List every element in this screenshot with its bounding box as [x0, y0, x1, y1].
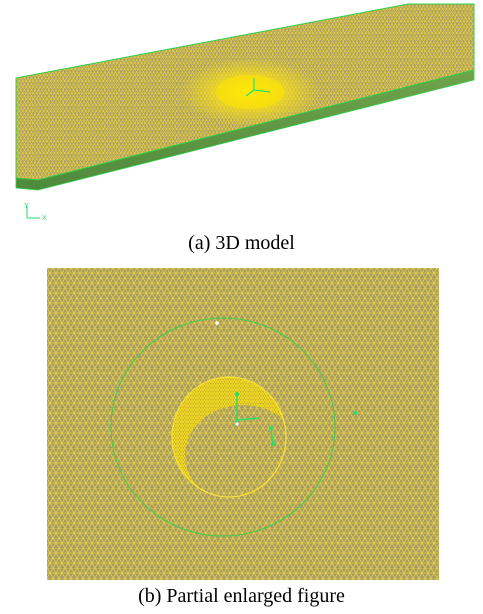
axis-triad-icon	[26, 206, 40, 219]
marker-points	[235, 392, 357, 446]
caption-3d-model: (a) 3D model	[188, 232, 295, 254]
marker-center	[235, 422, 239, 426]
caption-partial-enlarged: (b) Partial enlarged figure	[138, 585, 345, 607]
axis-label-x: X	[42, 215, 47, 222]
panel-partial-enlarged	[47, 268, 439, 580]
mesh-enlarged-image	[47, 268, 439, 580]
panel-3d-model: Y X	[0, 0, 483, 228]
coordinate-triad-enlarged	[234, 394, 274, 445]
marker-white	[215, 321, 219, 325]
coordinate-triad-center	[245, 78, 271, 97]
axis-label-y: Y	[24, 203, 29, 210]
mesh-3d-model-image: Y X	[15, 3, 475, 222]
